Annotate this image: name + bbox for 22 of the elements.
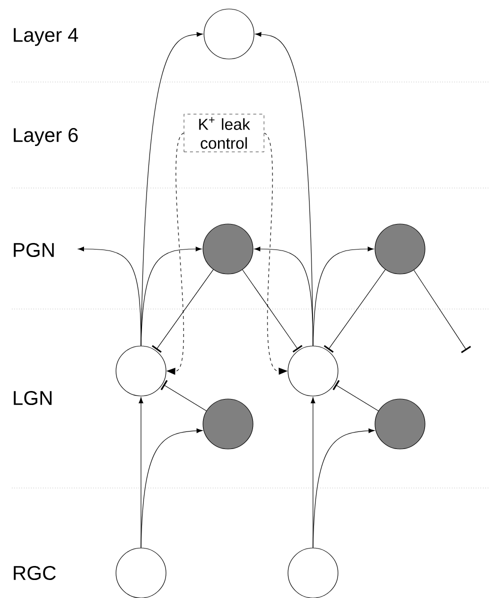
cell-circle [374, 224, 426, 274]
arrow [140, 246, 202, 346]
dashed-box: K$^{+}$ leak control [184, 114, 264, 152]
arrow [312, 428, 375, 548]
layer-label: RGC [14, 566, 56, 580]
cell-circle [202, 224, 254, 274]
cell-circle [202, 398, 254, 450]
inhibitory-connector [332, 380, 379, 412]
layer-label: Layer 4 [14, 28, 78, 46]
inhibitory-connector [324, 269, 386, 353]
layer-label: PGN [14, 242, 54, 258]
cell-circle [116, 346, 166, 396]
arrow [312, 246, 374, 346]
cell-circle [288, 346, 338, 396]
inhibitory-connector [152, 269, 214, 353]
cell-circle [204, 8, 254, 60]
arrow [78, 246, 142, 346]
cell-circle [374, 398, 426, 450]
inhibitory-connector [160, 380, 207, 412]
layer-label: LGN [14, 390, 52, 406]
layer-label: Layer 6 [14, 128, 78, 146]
arrow [140, 428, 203, 548]
